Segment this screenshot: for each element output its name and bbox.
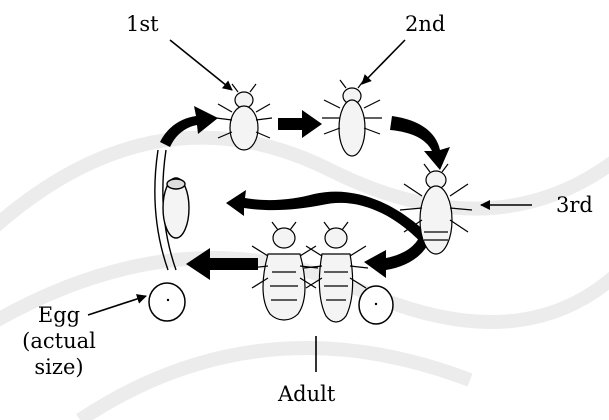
second-stage-nymph-illustration <box>322 80 382 156</box>
label-adult-stage: Adult <box>278 384 335 405</box>
label-egg-actual-size: Egg (actual size) <box>14 302 104 380</box>
egg-actual-size-left <box>149 283 185 321</box>
label-first-stage: 1st <box>126 14 159 35</box>
cycle-arrow-first-to-second <box>278 110 322 138</box>
label-egg-line3: size) <box>14 354 104 380</box>
cycle-arrow-second-to-third <box>390 116 450 170</box>
label-second-stage: 2nd <box>405 14 445 35</box>
third-stage-nymph-illustration <box>400 164 472 254</box>
label-egg-line2: (actual <box>14 328 104 354</box>
pointer-first <box>170 40 232 90</box>
pointer-second <box>362 40 405 84</box>
label-egg-line1: Egg <box>14 302 104 328</box>
nit-on-hair-illustration <box>155 150 189 270</box>
label-third-stage: 3rd <box>556 195 593 216</box>
